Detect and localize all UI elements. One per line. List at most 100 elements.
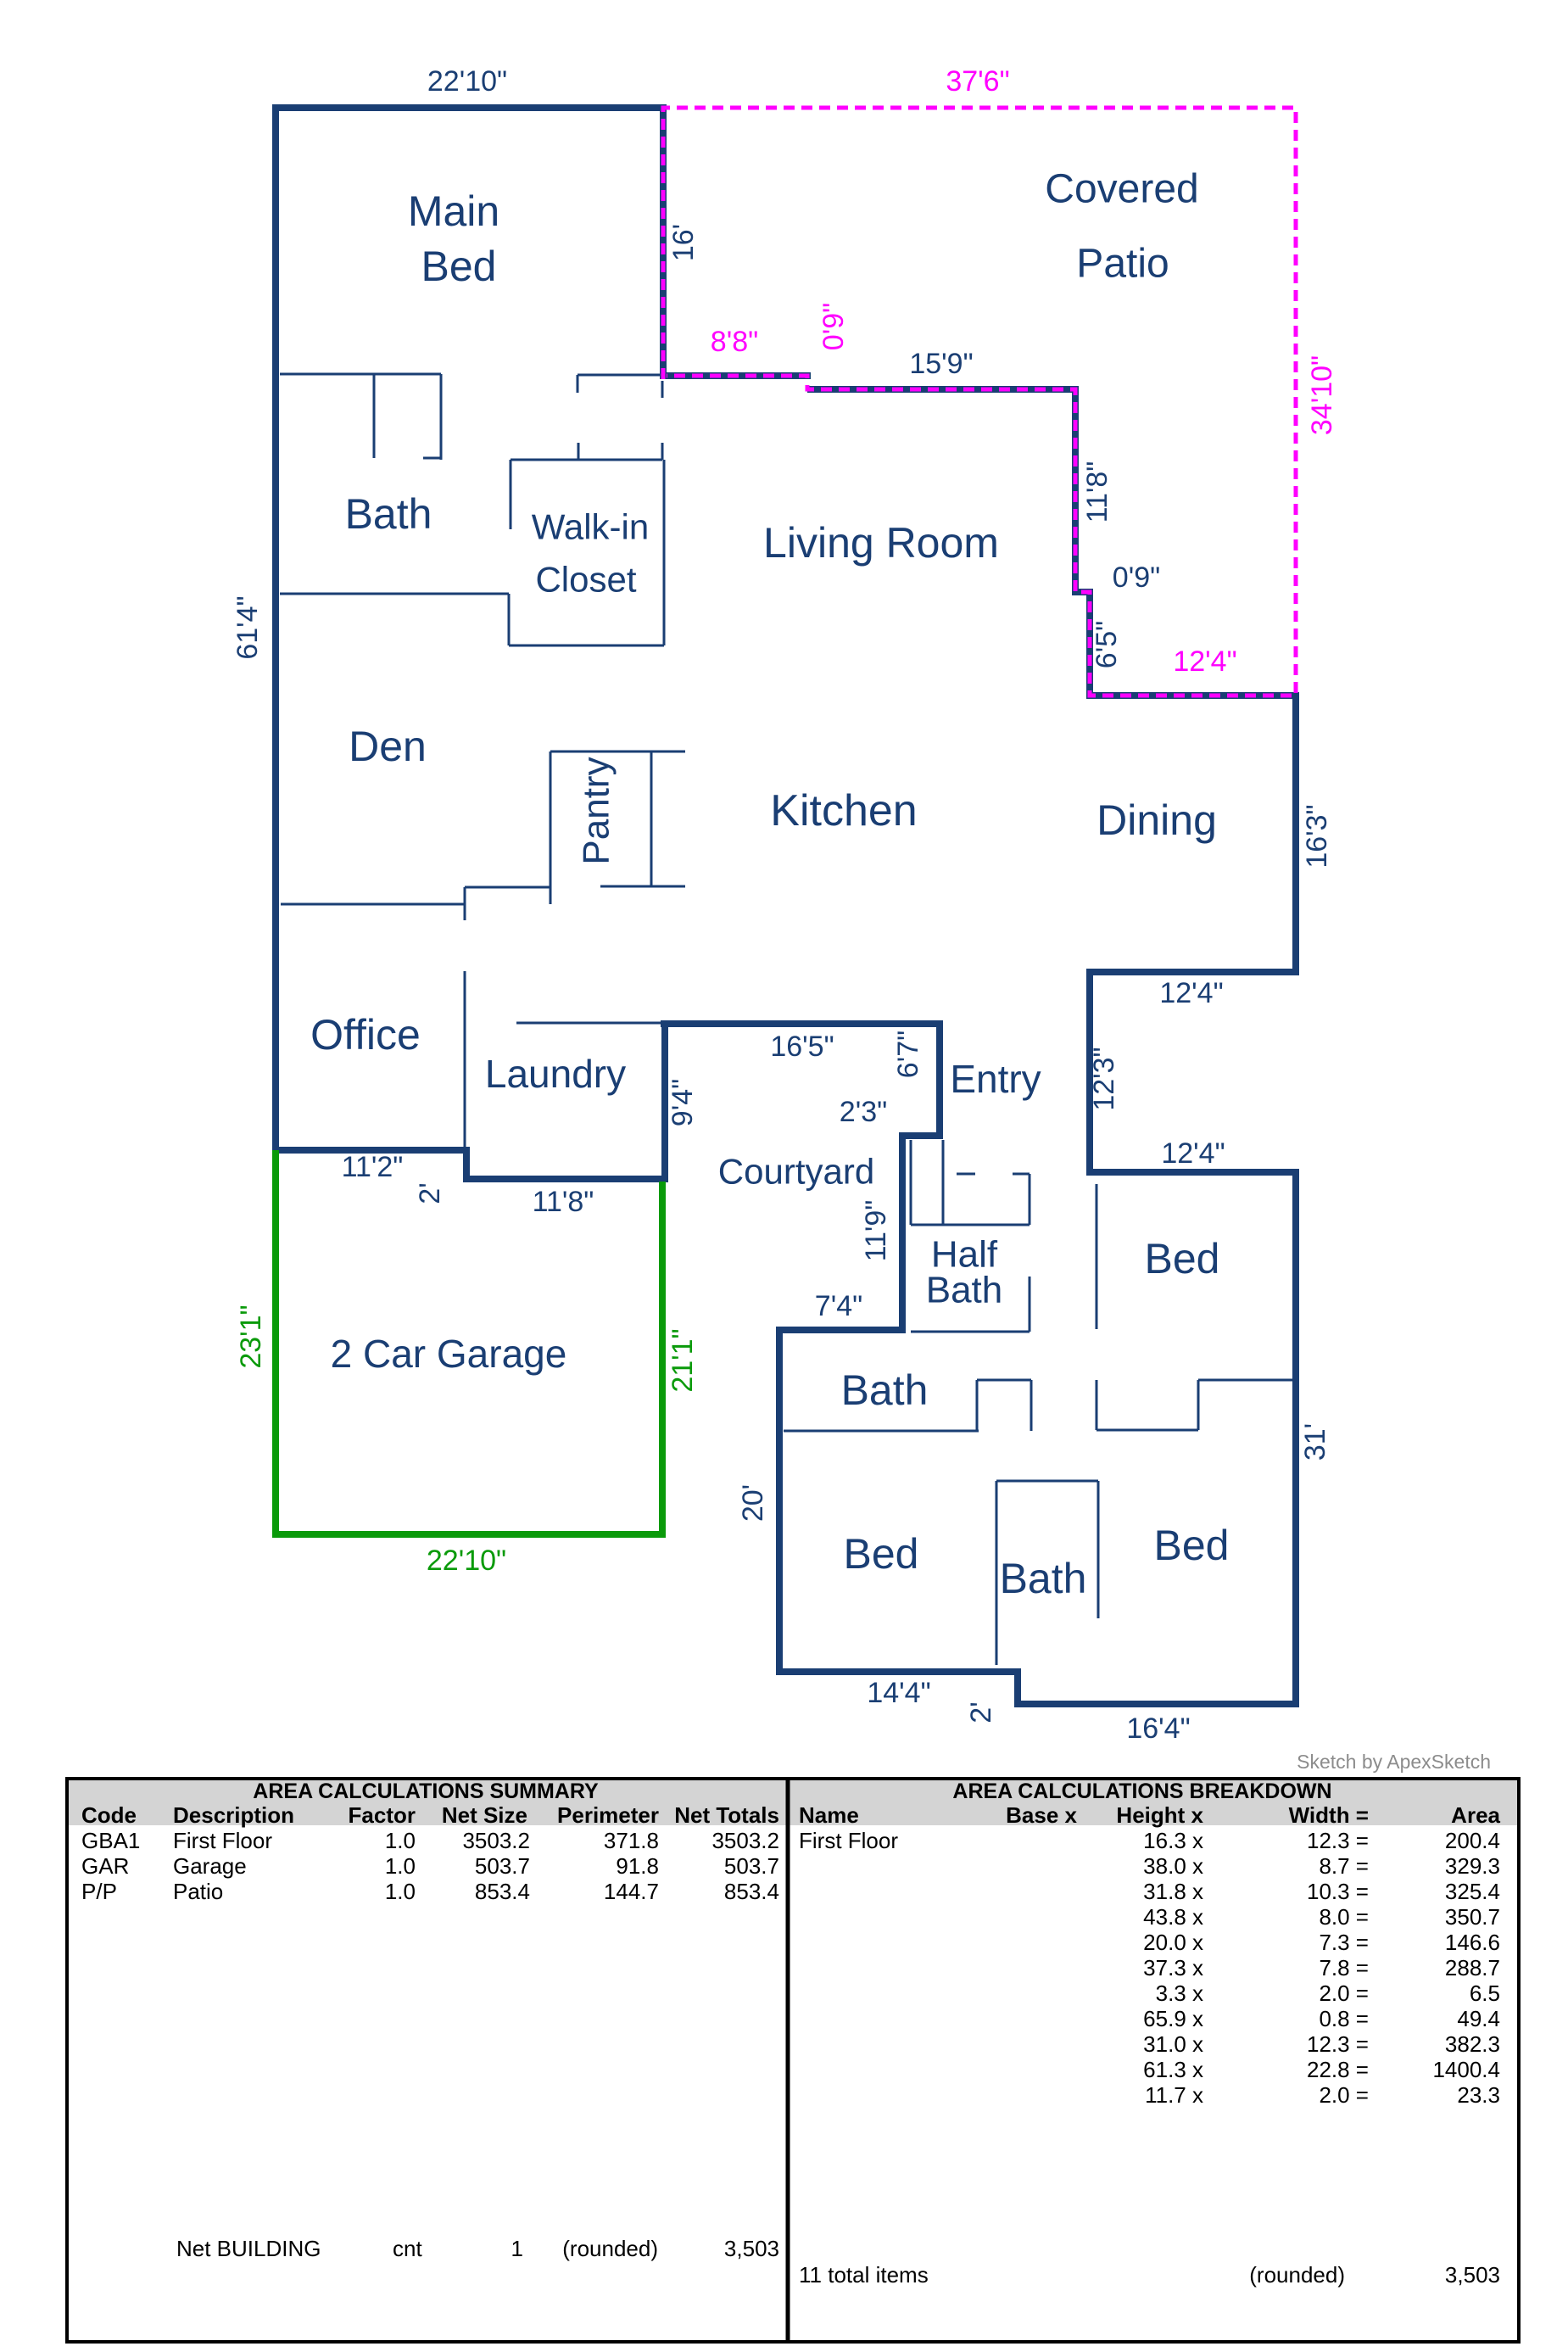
svg-text:0'9": 0'9" xyxy=(1113,561,1160,594)
svg-text:3503.2: 3503.2 xyxy=(462,1828,530,1853)
svg-text:6.5: 6.5 xyxy=(1470,1980,1500,2006)
svg-text:Code: Code xyxy=(81,1802,137,1828)
svg-text:12'3": 12'3" xyxy=(1088,1047,1120,1110)
svg-text:Base x: Base x xyxy=(1006,1802,1077,1828)
svg-text:503.7: 503.7 xyxy=(475,1853,530,1879)
svg-text:Description: Description xyxy=(173,1802,294,1828)
svg-text:49.4: 49.4 xyxy=(1457,2006,1500,2031)
svg-text:12'4": 12'4" xyxy=(1159,977,1223,1009)
svg-text:61'4": 61'4" xyxy=(232,595,264,659)
svg-text:0.8 =: 0.8 = xyxy=(1319,2006,1369,2031)
svg-text:22'10": 22'10" xyxy=(427,1545,506,1577)
svg-text:11'8": 11'8" xyxy=(1081,461,1113,523)
svg-text:Factor: Factor xyxy=(349,1802,416,1828)
svg-text:1.0: 1.0 xyxy=(385,1828,416,1853)
svg-text:12.3 =: 12.3 = xyxy=(1307,2031,1369,2057)
svg-text:Bed: Bed xyxy=(844,1530,919,1578)
svg-text:12'4": 12'4" xyxy=(1173,645,1236,678)
svg-text:Patio: Patio xyxy=(1076,242,1169,287)
svg-text:Name: Name xyxy=(799,1802,859,1828)
svg-text:Height x: Height x xyxy=(1116,1802,1203,1828)
svg-text:382.3: 382.3 xyxy=(1445,2031,1500,2057)
svg-text:Bed: Bed xyxy=(1154,1522,1230,1569)
svg-text:Net Totals: Net Totals xyxy=(674,1802,779,1828)
svg-text:Area: Area xyxy=(1451,1802,1500,1828)
svg-text:Den: Den xyxy=(349,723,427,770)
svg-text:1.0: 1.0 xyxy=(385,1853,416,1879)
svg-text:325.4: 325.4 xyxy=(1445,1879,1500,1904)
svg-text:16'5": 16'5" xyxy=(770,1031,834,1063)
svg-text:6'5": 6'5" xyxy=(1091,621,1123,668)
svg-text:11'8": 11'8" xyxy=(533,1186,594,1218)
svg-text:11'2": 11'2" xyxy=(342,1151,404,1183)
svg-text:3.3 x: 3.3 x xyxy=(1156,1980,1203,2006)
svg-text:21'1": 21'1" xyxy=(667,1328,699,1392)
svg-text:Main: Main xyxy=(408,187,499,235)
svg-text:37.3 x: 37.3 x xyxy=(1143,1955,1203,1980)
svg-text:First Floor: First Floor xyxy=(173,1828,272,1853)
svg-text:350.7: 350.7 xyxy=(1445,1904,1500,1930)
svg-text:11'9": 11'9" xyxy=(860,1200,892,1262)
svg-text:Bath: Bath xyxy=(345,490,432,538)
svg-text:Kitchen: Kitchen xyxy=(770,786,917,835)
svg-text:31.8 x: 31.8 x xyxy=(1143,1879,1203,1904)
svg-text:Pantry: Pantry xyxy=(576,757,617,864)
svg-text:10.3 =: 10.3 = xyxy=(1307,1879,1369,1904)
svg-text:23.3: 23.3 xyxy=(1457,2082,1500,2108)
svg-text:Entry: Entry xyxy=(950,1057,1041,1101)
svg-text:2.0 =: 2.0 = xyxy=(1319,2082,1369,2108)
svg-text:16.3 x: 16.3 x xyxy=(1143,1828,1203,1853)
svg-text:14'4": 14'4" xyxy=(867,1677,930,1709)
svg-text:91.8: 91.8 xyxy=(616,1853,659,1879)
svg-text:Courtyard: Courtyard xyxy=(718,1152,874,1192)
svg-text:2'3": 2'3" xyxy=(840,1096,887,1128)
svg-text:12'4": 12'4" xyxy=(1161,1137,1225,1170)
svg-text:8.7 =: 8.7 = xyxy=(1319,1853,1369,1879)
svg-text:16'3": 16'3" xyxy=(1301,804,1333,868)
svg-text:GAR: GAR xyxy=(81,1853,129,1879)
svg-text:20': 20' xyxy=(737,1484,769,1522)
svg-text:22'10": 22'10" xyxy=(427,65,507,98)
svg-text:cnt: cnt xyxy=(393,2236,422,2261)
svg-text:20.0 x: 20.0 x xyxy=(1143,1930,1203,1955)
svg-text:34'10": 34'10" xyxy=(1306,355,1338,435)
svg-text:6'7": 6'7" xyxy=(892,1031,924,1078)
svg-text:Bed: Bed xyxy=(1145,1235,1220,1282)
svg-text:11 total items: 11 total items xyxy=(799,2262,929,2288)
svg-text:AREA CALCULATIONS BREAKDOWN: AREA CALCULATIONS BREAKDOWN xyxy=(952,1779,1331,1803)
svg-text:2': 2' xyxy=(965,1701,997,1723)
svg-text:Bed: Bed xyxy=(421,243,497,290)
svg-text:16'4": 16'4" xyxy=(1126,1712,1190,1745)
svg-text:3,503: 3,503 xyxy=(1445,2262,1500,2288)
svg-text:8'8": 8'8" xyxy=(711,326,758,358)
svg-text:Walk-in: Walk-in xyxy=(532,507,649,547)
svg-text:7.3 =: 7.3 = xyxy=(1319,1930,1369,1955)
svg-text:P/P: P/P xyxy=(81,1879,117,1904)
svg-text:65.9 x: 65.9 x xyxy=(1143,2006,1203,2031)
svg-text:853.4: 853.4 xyxy=(724,1879,779,1904)
svg-text:AREA CALCULATIONS SUMMARY: AREA CALCULATIONS SUMMARY xyxy=(253,1779,599,1803)
svg-text:1: 1 xyxy=(511,2236,523,2261)
svg-text:38.0 x: 38.0 x xyxy=(1143,1853,1203,1879)
svg-text:12.3 =: 12.3 = xyxy=(1307,1828,1369,1853)
svg-text:0'9": 0'9" xyxy=(817,303,850,350)
svg-text:7'4": 7'4" xyxy=(815,1290,862,1322)
svg-text:Width =: Width = xyxy=(1289,1802,1369,1828)
svg-text:503.7: 503.7 xyxy=(724,1853,779,1879)
svg-text:288.7: 288.7 xyxy=(1445,1955,1500,1980)
svg-text:61.3 x: 61.3 x xyxy=(1143,2057,1203,2082)
svg-text:371.8: 371.8 xyxy=(604,1828,659,1853)
svg-text:Living Room: Living Room xyxy=(763,519,999,567)
svg-text:Net BUILDING: Net BUILDING xyxy=(176,2236,321,2261)
svg-text:(rounded): (rounded) xyxy=(1249,2262,1345,2288)
svg-text:GBA1: GBA1 xyxy=(81,1828,140,1853)
svg-text:146.6: 146.6 xyxy=(1445,1930,1500,1955)
svg-text:15'9": 15'9" xyxy=(909,348,973,380)
svg-text:(rounded): (rounded) xyxy=(562,2236,658,2261)
svg-text:2 Car Garage: 2 Car Garage xyxy=(331,1332,567,1376)
svg-text:2.0 =: 2.0 = xyxy=(1319,1980,1369,2006)
svg-text:11.7 x: 11.7 x xyxy=(1145,2082,1203,2108)
svg-text:16': 16' xyxy=(667,224,700,261)
svg-text:Laundry: Laundry xyxy=(485,1052,626,1096)
svg-text:43.8 x: 43.8 x xyxy=(1143,1904,1203,1930)
